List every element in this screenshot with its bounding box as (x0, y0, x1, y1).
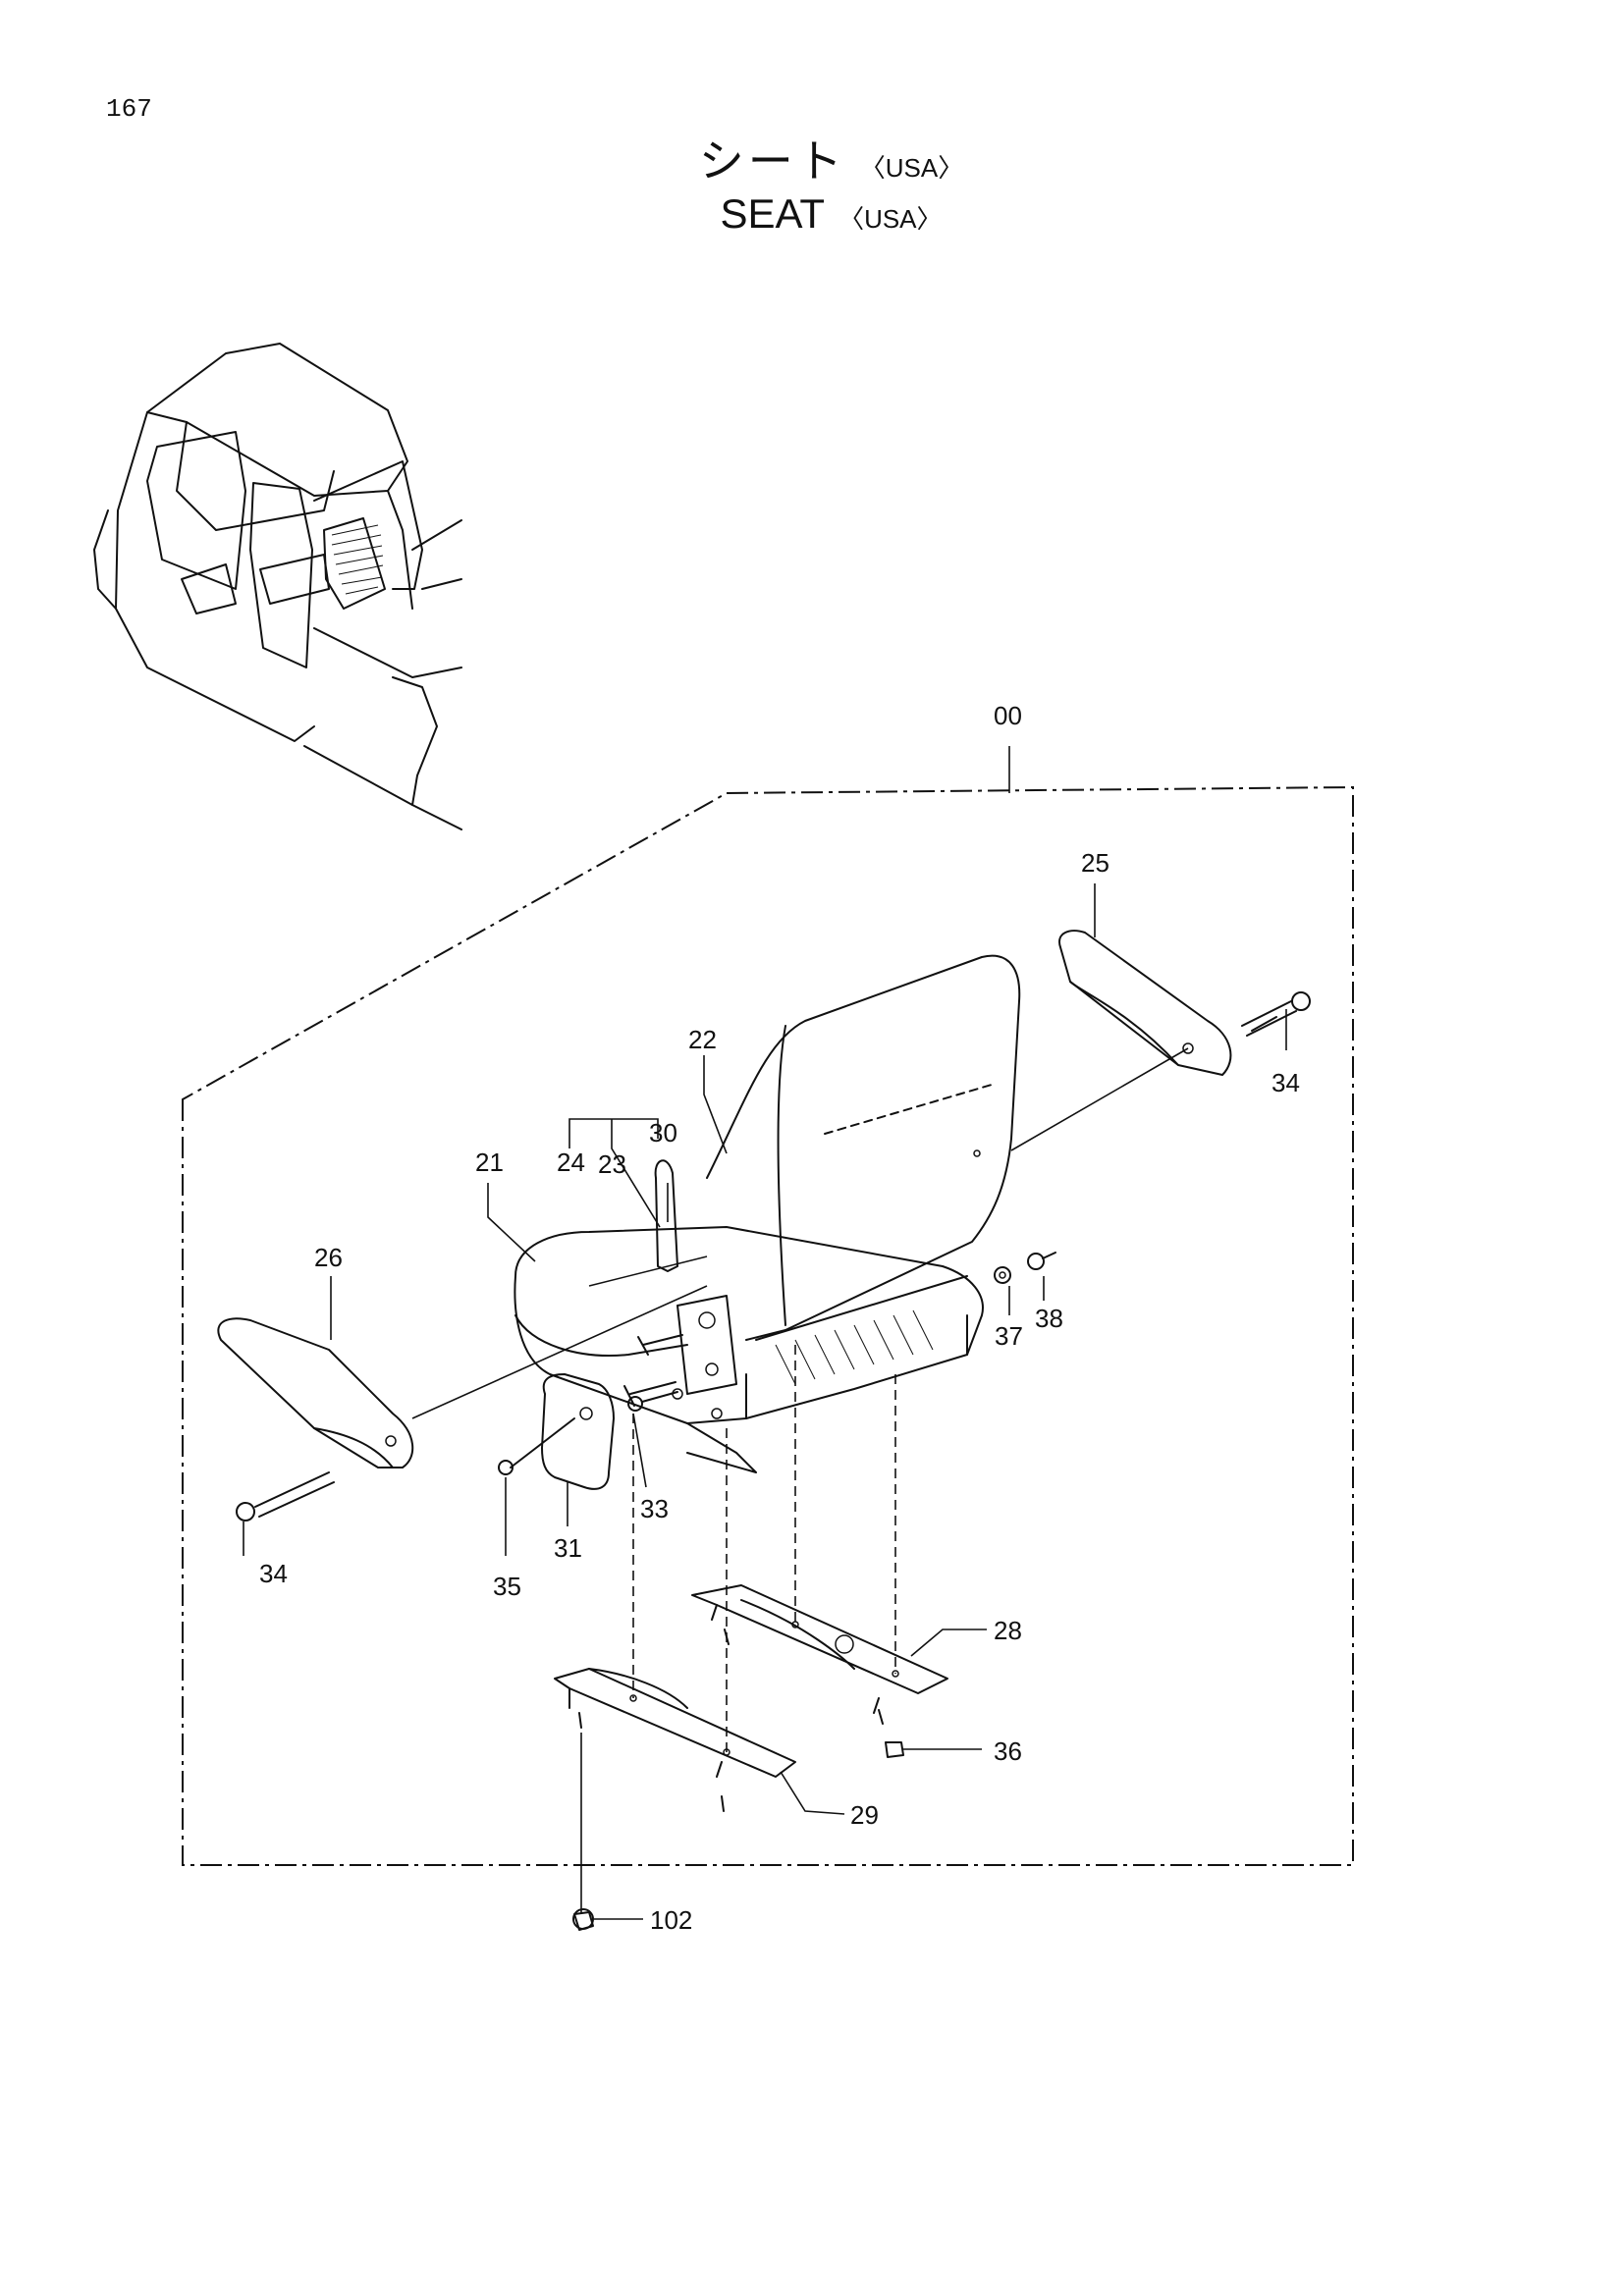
callout-25: 25 (1081, 848, 1109, 878)
seat-cushion (514, 1226, 984, 1473)
fasteners (572, 1252, 1056, 1931)
seat-backrest (706, 954, 1021, 1341)
callout-37: 37 (995, 1321, 1023, 1351)
recline-lever-assembly (588, 1159, 737, 1407)
title-en-text: SEAT (720, 190, 826, 237)
armrest-right (1010, 930, 1311, 1151)
cab-location-thumbnail (93, 343, 462, 830)
page-title: シート 〈USA〉 SEAT 〈USA〉 (0, 126, 1623, 238)
callout-29: 29 (850, 1800, 879, 1830)
callout-00: 00 (994, 701, 1022, 730)
armrest-left (217, 1285, 708, 1522)
title-japanese: シート 〈USA〉 (0, 126, 1623, 190)
callout-leaders (243, 883, 1287, 1920)
callout-34-left: 34 (259, 1559, 288, 1588)
title-jp-region: 〈USA〉 (859, 153, 964, 183)
callout-30: 30 (649, 1118, 677, 1148)
callout-35: 35 (493, 1572, 521, 1601)
side-cover (498, 1373, 615, 1490)
page-number: 167 (106, 94, 152, 124)
callout-22: 22 (688, 1025, 717, 1054)
callout-31: 31 (554, 1533, 582, 1563)
callout-34-right: 34 (1271, 1068, 1300, 1097)
callout-28: 28 (994, 1616, 1022, 1645)
callout-21: 21 (475, 1148, 504, 1177)
slide-rail-left (554, 1668, 796, 1812)
title-jp-text: シート (698, 134, 846, 187)
callout-102: 102 (650, 1905, 692, 1935)
callout-36: 36 (994, 1736, 1022, 1766)
title-en-region: 〈USA〉 (839, 204, 943, 234)
title-english: SEAT 〈USA〉 (0, 190, 1623, 238)
callout-38: 38 (1035, 1304, 1063, 1333)
callout-33: 33 (640, 1494, 669, 1523)
assembly-boundary (182, 785, 1354, 1866)
callout-23: 23 (598, 1149, 626, 1179)
slide-rail-right (691, 1584, 948, 1725)
callout-24: 24 (557, 1148, 585, 1177)
callout-26: 26 (314, 1243, 343, 1272)
